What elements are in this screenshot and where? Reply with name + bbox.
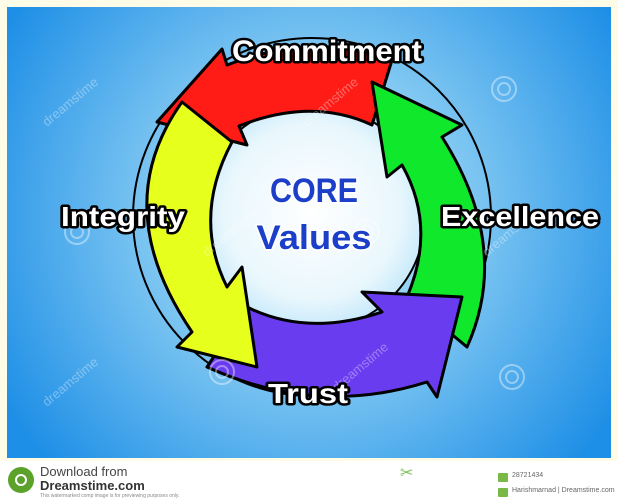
- trust-arrow: [205, 290, 464, 399]
- dreamstime-logo-icon: [8, 467, 34, 493]
- label-trust: Trust: [268, 378, 348, 409]
- image-id-text: 28721434: [512, 472, 544, 479]
- download-footer: Download from Dreamstime.com This waterm…: [0, 461, 618, 504]
- image-id-icon: [498, 473, 508, 482]
- watermark-swirl-icon: [64, 76, 525, 390]
- commitment-arrow: [155, 45, 394, 147]
- site-name-text[interactable]: Dreamstime.com: [40, 478, 145, 493]
- author-text[interactable]: Harishmarnad | Dreamstime.com: [512, 487, 615, 494]
- excellence-arrow: [370, 80, 487, 349]
- swirl-decor-icon: ✂: [400, 463, 414, 482]
- center-title-line2: Values: [257, 219, 372, 257]
- label-commitment: Commitment: [232, 35, 422, 68]
- download-from-text: Download from: [40, 464, 128, 479]
- center-title-line1: CORE: [270, 172, 358, 210]
- label-excellence: Excellence: [441, 201, 599, 232]
- fine-print-text: This watermarked comp image is for previ…: [40, 493, 180, 499]
- integrity-arrow: [145, 100, 259, 369]
- core-values-diagram: dreamstime dreamstime dreamstime dreamst…: [7, 7, 611, 458]
- label-integrity: Integrity: [61, 201, 185, 232]
- author-icon: [498, 488, 508, 497]
